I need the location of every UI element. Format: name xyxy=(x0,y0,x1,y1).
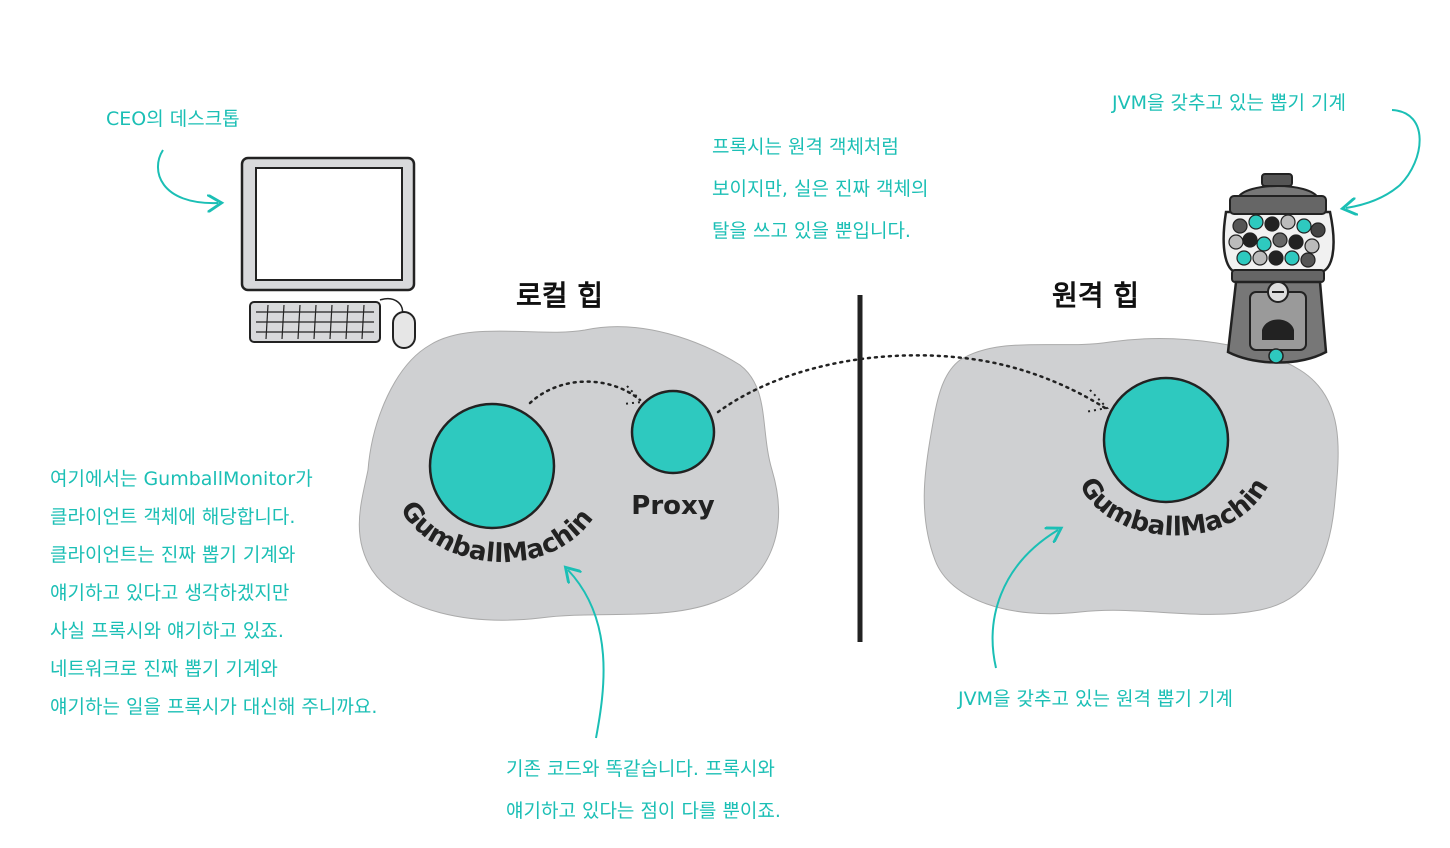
monitor-note-line: 여기에서는 GumballMonitor가 xyxy=(50,460,377,498)
monitor-note-line: 클라이언트 객체에 해당합니다. xyxy=(50,498,377,536)
monitor-note-line: 클라이언트는 진짜 뽑기 기계와 xyxy=(50,536,377,574)
local-gumball-object xyxy=(430,404,554,528)
jvm-top-arrow xyxy=(1346,110,1420,208)
remote-machine-note: JVM을 갖추고 있는 원격 뽑기 기계 xyxy=(958,678,1233,720)
ceo-arrow xyxy=(158,150,218,203)
monitor-note: 여기에서는 GumballMonitor가 클라이언트 객체에 해당합니다. 클… xyxy=(50,460,377,726)
proxy-note: 프록시는 원격 객체처럼 보이지만, 실은 진짜 객체의 탈을 쓰고 있을 뿐입… xyxy=(712,126,928,252)
proxy-note-line: 보이지만, 실은 진짜 객체의 xyxy=(712,168,928,210)
gumball-machine-icon xyxy=(1224,174,1334,363)
monitor-note-line: 얘기하는 일을 프록시가 대신해 주니까요. xyxy=(50,688,377,726)
local-heap-heading: 로컬 힙 xyxy=(516,274,603,314)
proxy-note-line: 탈을 쓰고 있을 뿐입니다. xyxy=(712,210,928,252)
proxy-label: Proxy xyxy=(631,491,715,521)
same-code-note: 기존 코드와 똑같습니다. 프록시와 얘기하고 있다는 점이 다를 뿐이죠. xyxy=(506,748,781,832)
same-code-note-line: 얘기하고 있다는 점이 다를 뿐이죠. xyxy=(506,790,781,832)
remote-heap-heading: 원격 힙 xyxy=(1052,274,1139,314)
same-code-note-line: 기존 코드와 똑같습니다. 프록시와 xyxy=(506,748,781,790)
ceo-desktop-note: CEO의 데스크톱 xyxy=(106,98,240,140)
desktop-computer-icon xyxy=(242,158,415,348)
remote-gumball-object xyxy=(1104,378,1228,502)
monitor-note-line: 사실 프록시와 얘기하고 있죠. xyxy=(50,612,377,650)
monitor-note-line: 네트워크로 진짜 뽑기 기계와 xyxy=(50,650,377,688)
proxy-note-line: 프록시는 원격 객체처럼 xyxy=(712,126,928,168)
jvm-top-note: JVM을 갖추고 있는 뽑기 기계 xyxy=(1112,82,1346,124)
local-heap-blob xyxy=(359,327,778,621)
monitor-note-line: 얘기하고 있다고 생각하겠지만 xyxy=(50,574,377,612)
proxy-object xyxy=(632,391,714,473)
